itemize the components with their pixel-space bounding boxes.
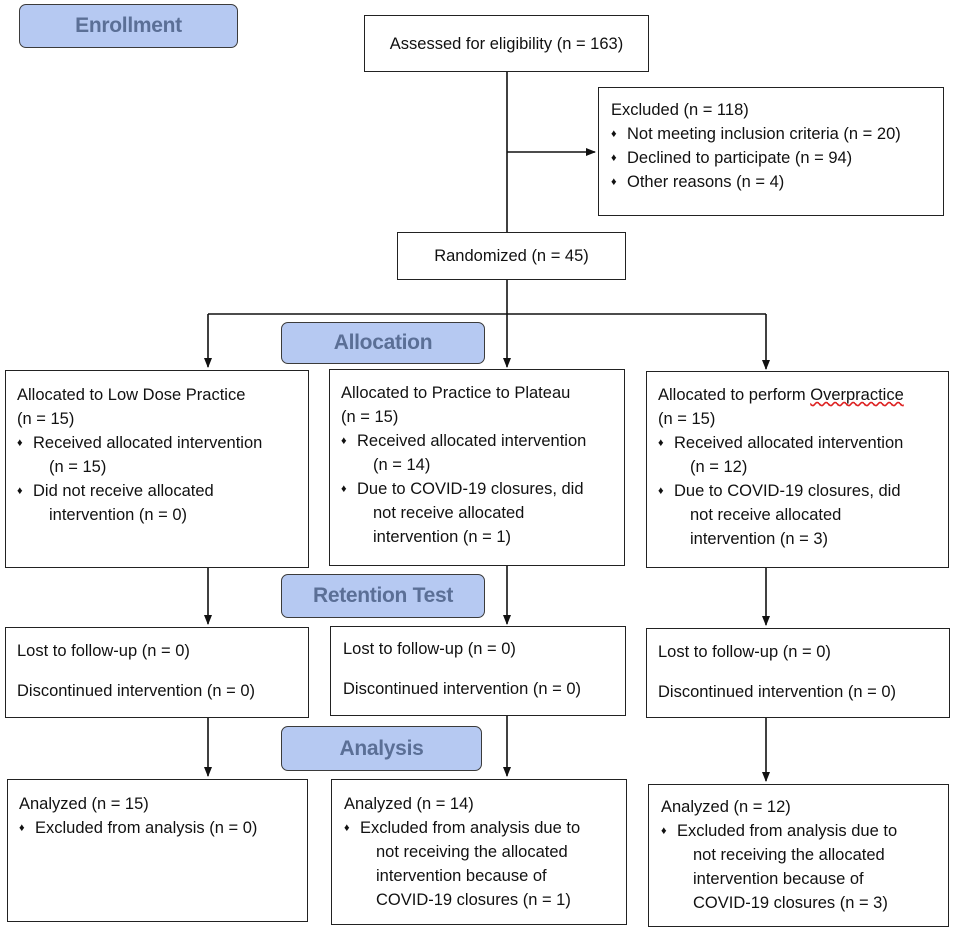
lost-to-followup: Lost to follow-up (n = 0)	[658, 643, 831, 661]
allocation-title: Allocated to Low Dose Practice	[17, 386, 246, 404]
received-item: Received allocated intervention	[658, 431, 948, 455]
lost-to-followup: Lost to follow-up (n = 0)	[17, 642, 190, 660]
excluded-cont: COVID-19 closures (n = 1)	[376, 891, 571, 909]
excluded-cont: intervention because of	[376, 867, 547, 885]
discontinued: Discontinued intervention (n = 0)	[17, 682, 256, 700]
not-received-cont: intervention (n = 0)	[49, 506, 188, 524]
analyzed: Analyzed (n = 14)	[344, 795, 474, 813]
allocation-title: Allocated to Practice to Plateau	[341, 384, 571, 402]
excluded-from-analysis: Excluded from analysis due to	[661, 819, 948, 843]
not-received-item: Due to COVID-19 closures, did	[341, 477, 624, 501]
not-received-item: Due to COVID-19 closures, did	[658, 479, 948, 503]
analyzed: Analyzed (n = 12)	[661, 798, 791, 816]
received-item: Received allocated intervention	[341, 429, 624, 453]
allocation-n: (n = 15)	[341, 408, 399, 426]
not-received-cont: not receive allocated	[690, 506, 842, 524]
received-n: (n = 12)	[690, 458, 748, 476]
not-received-item: Did not receive allocated	[17, 479, 308, 503]
allocation-title-word: Overpractice	[810, 386, 904, 404]
followup-box-low-dose: Lost to follow-up (n = 0) Discontinued i…	[5, 627, 309, 718]
excluded-item: Not meeting inclusion criteria (n = 20)	[611, 122, 943, 146]
received-n: (n = 14)	[373, 456, 431, 474]
assessed-box: Assessed for eligibility (n = 163)	[364, 15, 649, 72]
excluded-cont: not receiving the allocated	[376, 843, 568, 861]
analysis-box-overpractice: Analyzed (n = 12) Excluded from analysis…	[648, 784, 949, 927]
followup-box-plateau: Lost to follow-up (n = 0) Discontinued i…	[330, 626, 626, 716]
randomized-text: Randomized (n = 45)	[434, 247, 589, 265]
allocation-n: (n = 15)	[17, 410, 75, 428]
not-received-cont: intervention (n = 1)	[373, 528, 512, 546]
allocation-box-plateau: Allocated to Practice to Plateau (n = 15…	[329, 369, 625, 566]
excluded-item: Declined to participate (n = 94)	[611, 146, 943, 170]
randomized-box: Randomized (n = 45)	[397, 232, 626, 280]
allocation-box-overpractice: Allocated to perform Overpractice (n = 1…	[646, 371, 949, 568]
analyzed: Analyzed (n = 15)	[19, 795, 149, 813]
excluded-cont: COVID-19 closures (n = 3)	[693, 894, 888, 912]
excluded-title: Excluded (n = 118)	[611, 101, 749, 119]
excluded-from-analysis: Excluded from analysis due to	[344, 816, 626, 840]
stage-label-analysis: Analysis	[281, 726, 482, 771]
excluded-cont: not receiving the allocated	[693, 846, 885, 864]
not-received-cont: intervention (n = 3)	[690, 530, 829, 548]
stage-label-enrollment: Enrollment	[19, 4, 238, 48]
not-received-cont: not receive allocated	[373, 504, 525, 522]
stage-label-retention: Retention Test	[281, 574, 485, 618]
lost-to-followup: Lost to follow-up (n = 0)	[343, 640, 516, 658]
excluded-from-analysis: Excluded from analysis (n = 0)	[19, 816, 307, 840]
excluded-box: Excluded (n = 118) Not meeting inclusion…	[598, 87, 944, 216]
allocation-n: (n = 15)	[658, 410, 716, 428]
received-n: (n = 15)	[49, 458, 107, 476]
assessed-text: Assessed for eligibility (n = 163)	[389, 34, 624, 53]
allocation-title: Allocated to perform Overpractice	[658, 383, 948, 407]
analysis-box-low-dose: Analyzed (n = 15) Excluded from analysis…	[7, 779, 308, 922]
allocation-title-prefix: Allocated to perform	[658, 386, 811, 404]
followup-box-overpractice: Lost to follow-up (n = 0) Discontinued i…	[646, 628, 950, 718]
discontinued: Discontinued intervention (n = 0)	[343, 680, 582, 698]
excluded-cont: intervention because of	[693, 870, 864, 888]
excluded-item: Other reasons (n = 4)	[611, 170, 943, 194]
stage-label-allocation: Allocation	[281, 322, 485, 364]
analysis-box-plateau: Analyzed (n = 14) Excluded from analysis…	[331, 779, 627, 925]
discontinued: Discontinued intervention (n = 0)	[658, 683, 897, 701]
received-item: Received allocated intervention	[17, 431, 308, 455]
allocation-box-low-dose: Allocated to Low Dose Practice (n = 15) …	[5, 370, 309, 568]
